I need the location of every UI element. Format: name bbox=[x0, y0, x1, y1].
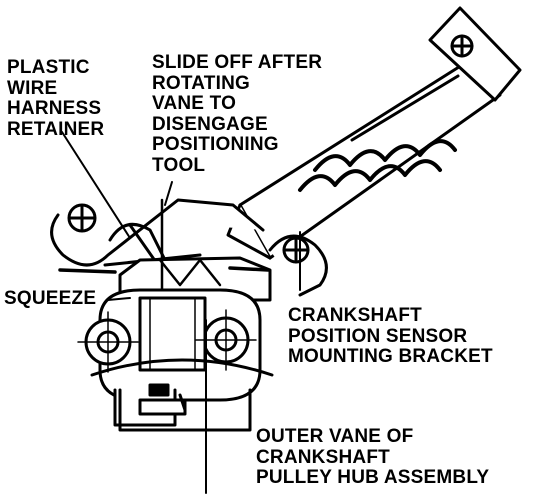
tool-spring-coil bbox=[313, 139, 457, 172]
hub-lower-flange bbox=[90, 358, 274, 377]
label-slide-off-instruction: SLIDE OFF AFTER ROTATING VANE TO DISENGA… bbox=[152, 52, 323, 176]
positioning-tool bbox=[226, 6, 522, 260]
leader-squeeze bbox=[107, 297, 131, 301]
label-squeeze: SQUEEZE bbox=[4, 288, 97, 309]
leader-lines bbox=[61, 131, 301, 494]
pulley-hub-assembly bbox=[84, 288, 274, 432]
label-outer-vane: OUTER VANE OF CRANKSHAFT PULLEY HUB ASSE… bbox=[256, 426, 490, 488]
retainer-clip-outline bbox=[50, 198, 265, 267]
label-crankshaft-position-sensor-bracket: CRANKSHAFT POSITION SENSOR MOUNTING BRAC… bbox=[288, 305, 493, 367]
squeeze-arrows bbox=[58, 266, 270, 274]
center-lines bbox=[77, 309, 257, 373]
leader-slide-off bbox=[164, 181, 173, 206]
tool-handle bbox=[428, 6, 522, 102]
label-plastic-wire-harness-retainer: PLASTIC WIRE HARNESS RETAINER bbox=[7, 57, 105, 140]
leader-retainer bbox=[61, 131, 131, 239]
